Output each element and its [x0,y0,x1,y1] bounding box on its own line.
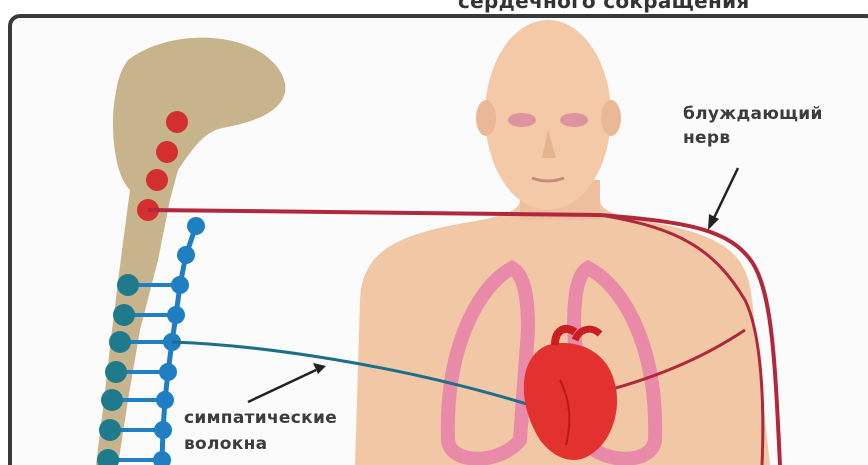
left-eye [508,113,536,127]
right-eye [560,113,588,127]
sympathetic-label-line2: волокна [184,434,267,454]
right-ear [601,100,621,136]
sympathetic-label-line1: симпатические [184,408,337,428]
vagus-arrow [708,168,738,230]
sympathetic-arrow [248,363,326,402]
vagus-label-line1: блуждающий [683,104,823,124]
vagus-label-line2: нерв [683,128,730,148]
diagram-title: сердечного сокращения [458,0,750,13]
left-ear [476,100,496,136]
